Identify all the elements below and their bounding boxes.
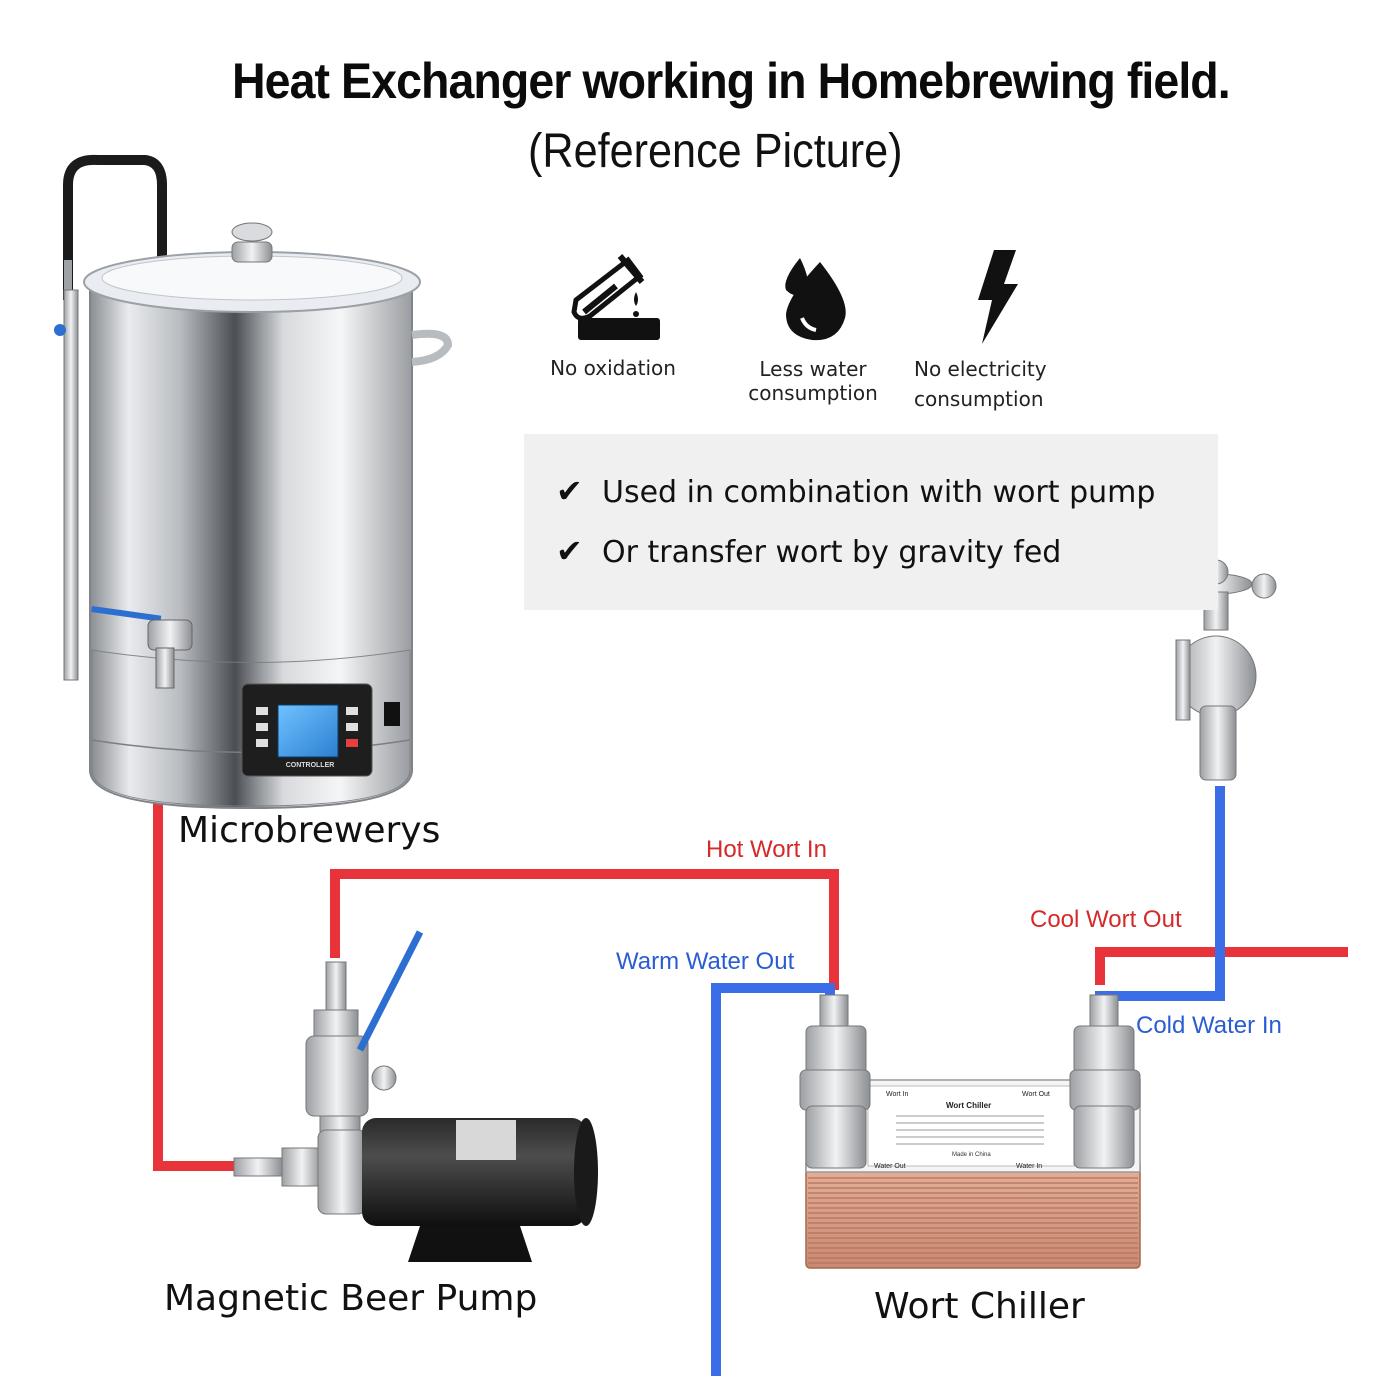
plate-made-in: Made in China <box>952 1152 991 1158</box>
chiller-left-fittings <box>799 994 871 1169</box>
microbrewery-label: Microbrewerys <box>178 810 441 851</box>
lcd-screen <box>277 704 339 758</box>
feature-label-oxidation: No oxidation <box>550 356 676 380</box>
controller-text: CONTROLLER <box>286 762 335 769</box>
check-item: ✔Or transfer wort by gravity fed <box>556 532 1062 570</box>
water-drops-icon <box>785 258 846 341</box>
microbrewery-image: CONTROLLER <box>54 154 453 810</box>
chiller-plate-lines <box>808 1177 1138 1264</box>
kettle-handle <box>63 154 167 300</box>
checkmark-icon: ✔ <box>556 532 583 570</box>
hot-pipe-kettle-to-pump <box>153 724 236 1171</box>
checkmark-icon: ✔ <box>556 472 583 510</box>
plate-water-in: Water In <box>1016 1163 1042 1170</box>
check-item: ✔Used in combination with wort pump <box>556 472 1156 510</box>
check-list-box <box>524 434 1218 610</box>
plate-water-out: Water Out <box>874 1163 906 1170</box>
pipes <box>153 724 1348 1376</box>
page-title: Heat Exchanger working in Homebrewing fi… <box>232 53 1231 109</box>
pump-label: Magnetic Beer Pump <box>164 1278 538 1319</box>
plate-title: Wort Chiller <box>946 1101 991 1110</box>
page-subtitle: (Reference Picture) <box>528 125 903 178</box>
pump-motor <box>362 1118 586 1226</box>
wort-chiller-image: Wort In Wort Out Wort Chiller Made in Ch… <box>799 994 1141 1269</box>
cool-wort-out-label: Cool Wort Out <box>1030 906 1182 933</box>
warm-water-out-label: Warm Water Out <box>616 948 795 975</box>
plate-wort-in: Wort In <box>886 1091 909 1098</box>
chiller-right-fittings <box>1069 994 1141 1169</box>
cool-wort-out-pipe <box>1095 947 1348 985</box>
lightning-bolt-icon <box>978 250 1018 344</box>
plate-wort-out: Wort Out <box>1022 1091 1050 1098</box>
chiller-label: Wort Chiller <box>874 1286 1085 1327</box>
hot-wort-in-label: Hot Wort In <box>706 836 827 863</box>
cold-water-in-label: Cold Water In <box>1136 1012 1282 1039</box>
chiller-plates <box>805 1159 1141 1269</box>
feature-label-water: Less water consumption <box>748 357 878 405</box>
magnetic-pump-image <box>233 930 598 1262</box>
test-tube-icon <box>571 254 660 340</box>
feature-label-electricity: No electricity consumption <box>914 357 1047 411</box>
hot-wort-in-pipe <box>330 869 839 990</box>
